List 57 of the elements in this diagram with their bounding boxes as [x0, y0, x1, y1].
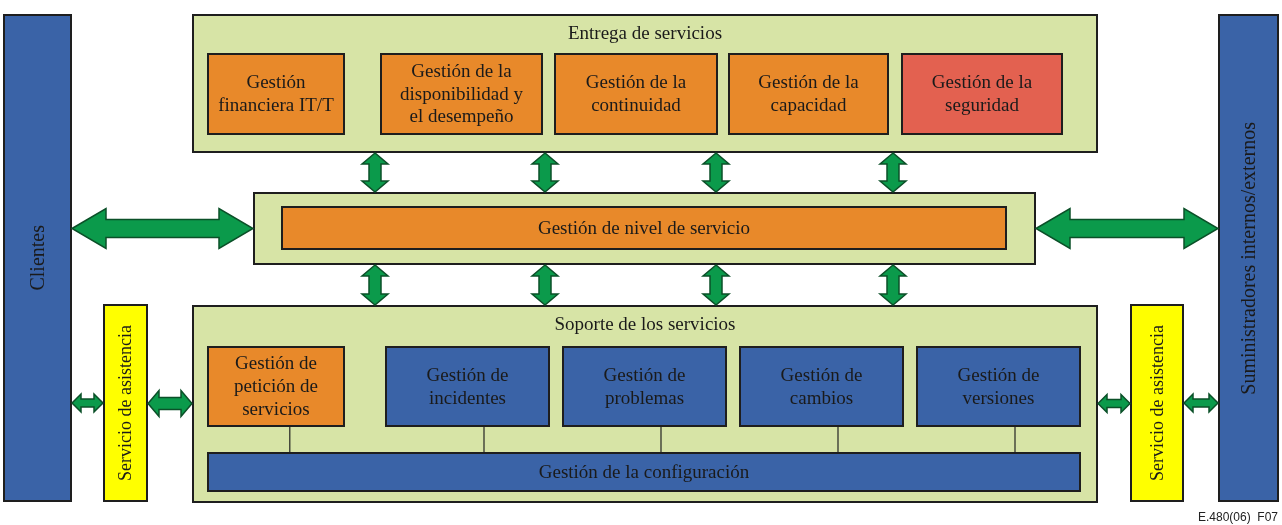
process-box [554, 53, 718, 135]
double-arrow [70, 207, 255, 250]
side-bar [1130, 304, 1184, 502]
box-label: Gestión de la seguridad [930, 71, 1034, 117]
double-arrow [359, 152, 391, 193]
process-box [562, 346, 727, 427]
connector-line [289, 426, 291, 453]
double-arrow [700, 152, 732, 193]
process-box [207, 452, 1081, 492]
side-bar [3, 14, 72, 502]
box-label: Gestión de incidentes [425, 363, 510, 410]
group-panel [192, 14, 1098, 153]
box-label: Gestión financiera IT/T [217, 71, 335, 117]
box-label: Gestión de nivel de servicio [536, 216, 752, 240]
double-arrow [700, 264, 732, 306]
connector-line [1014, 426, 1016, 453]
double-arrow [147, 388, 193, 419]
group-panel [192, 305, 1098, 503]
process-box [385, 346, 550, 427]
figure-number: E.480(06) F07 [1197, 510, 1278, 524]
connector-line [483, 426, 485, 453]
panel-title: Soporte de los servicios [554, 313, 736, 335]
process-box [739, 346, 904, 427]
double-arrow [1034, 207, 1220, 250]
double-arrow [877, 152, 909, 193]
double-arrow [359, 264, 391, 306]
process-box [901, 53, 1063, 135]
bar-label: Clientes [26, 225, 49, 291]
process-box [916, 346, 1081, 427]
double-arrow [877, 264, 909, 306]
bar-label: Servicio de asistencia [115, 325, 136, 481]
group-panel [253, 192, 1036, 265]
bar-label: Suministradores internos/externos [1237, 121, 1260, 395]
panel-title: Entrega de servicios [567, 22, 723, 44]
double-arrow [70, 392, 105, 414]
side-bar [1218, 14, 1279, 502]
box-label: Gestión de la configuración [537, 460, 751, 484]
double-arrow [529, 152, 561, 193]
process-box [728, 53, 889, 135]
process-box [207, 53, 345, 135]
box-label: Gestión de cambios [779, 363, 864, 410]
connector-line [837, 426, 839, 453]
box-label: Gestión de la continuidad [584, 71, 688, 117]
side-bar [103, 304, 148, 502]
box-label: Gestión de la disponibilidad y el desempeño [399, 59, 524, 129]
box-label: Gestión de problemas [602, 363, 687, 410]
double-arrow [1096, 392, 1132, 415]
double-arrow [1182, 392, 1220, 414]
box-label: Gestión de versiones [956, 363, 1041, 410]
double-arrow [529, 264, 561, 306]
process-box [207, 346, 345, 427]
box-label: Gestión de la capacidad [757, 71, 860, 117]
process-box [380, 53, 543, 135]
connector-line [660, 426, 662, 453]
process-box [281, 206, 1007, 250]
box-label: Gestión de petición de servicios [233, 352, 319, 421]
bar-label: Servicio de asistencia [1146, 325, 1168, 481]
